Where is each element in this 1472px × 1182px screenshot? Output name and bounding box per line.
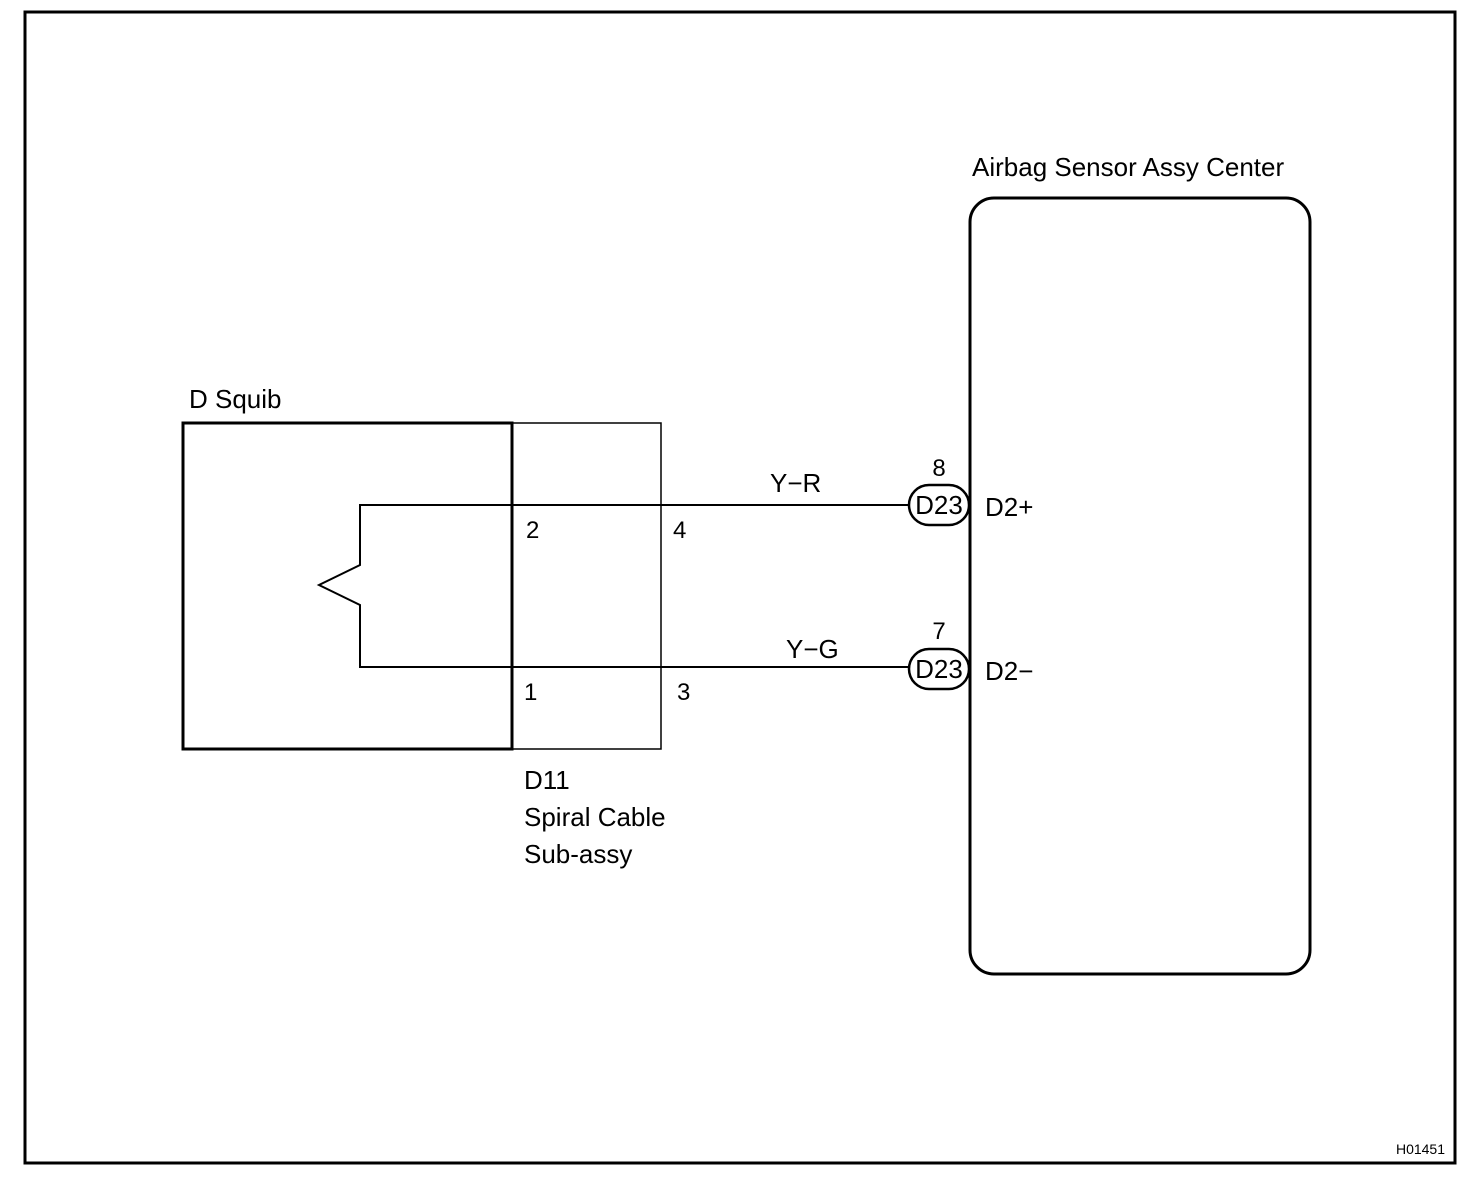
spiral-cable-code: D11 xyxy=(524,765,570,795)
pin-label-1: 1 xyxy=(524,679,537,706)
squib-element xyxy=(316,504,512,668)
squib-label: D Squib xyxy=(189,384,282,414)
pin-label-2: 2 xyxy=(526,517,539,544)
connector-top-pin: 8 xyxy=(932,455,945,482)
terminal-d2-minus: D2− xyxy=(985,656,1033,686)
terminal-d2-plus: D2+ xyxy=(985,492,1033,522)
airbag-sensor-label: Airbag Sensor Assy Center xyxy=(972,152,1284,182)
pin-label-4: 4 xyxy=(673,517,686,544)
wire-bottom-color: Y−G xyxy=(786,634,839,664)
spiral-cable-name-line2: Sub-assy xyxy=(524,839,632,869)
pin-label-3: 3 xyxy=(677,679,690,706)
squib-box xyxy=(181,421,514,751)
figure-id: H01451 xyxy=(1396,1141,1445,1157)
airbag-sensor-box xyxy=(968,196,1312,976)
connector-bottom-code: D23 xyxy=(915,654,963,684)
connector-top-code: D23 xyxy=(915,490,963,520)
spiral-cable-name-line1: Spiral Cable xyxy=(524,802,666,832)
diagram-frame xyxy=(23,10,1457,1165)
wire-top-color: Y−R xyxy=(770,468,821,498)
connector-bottom-pin: 7 xyxy=(932,618,945,645)
spiral-cable-box xyxy=(511,422,662,750)
